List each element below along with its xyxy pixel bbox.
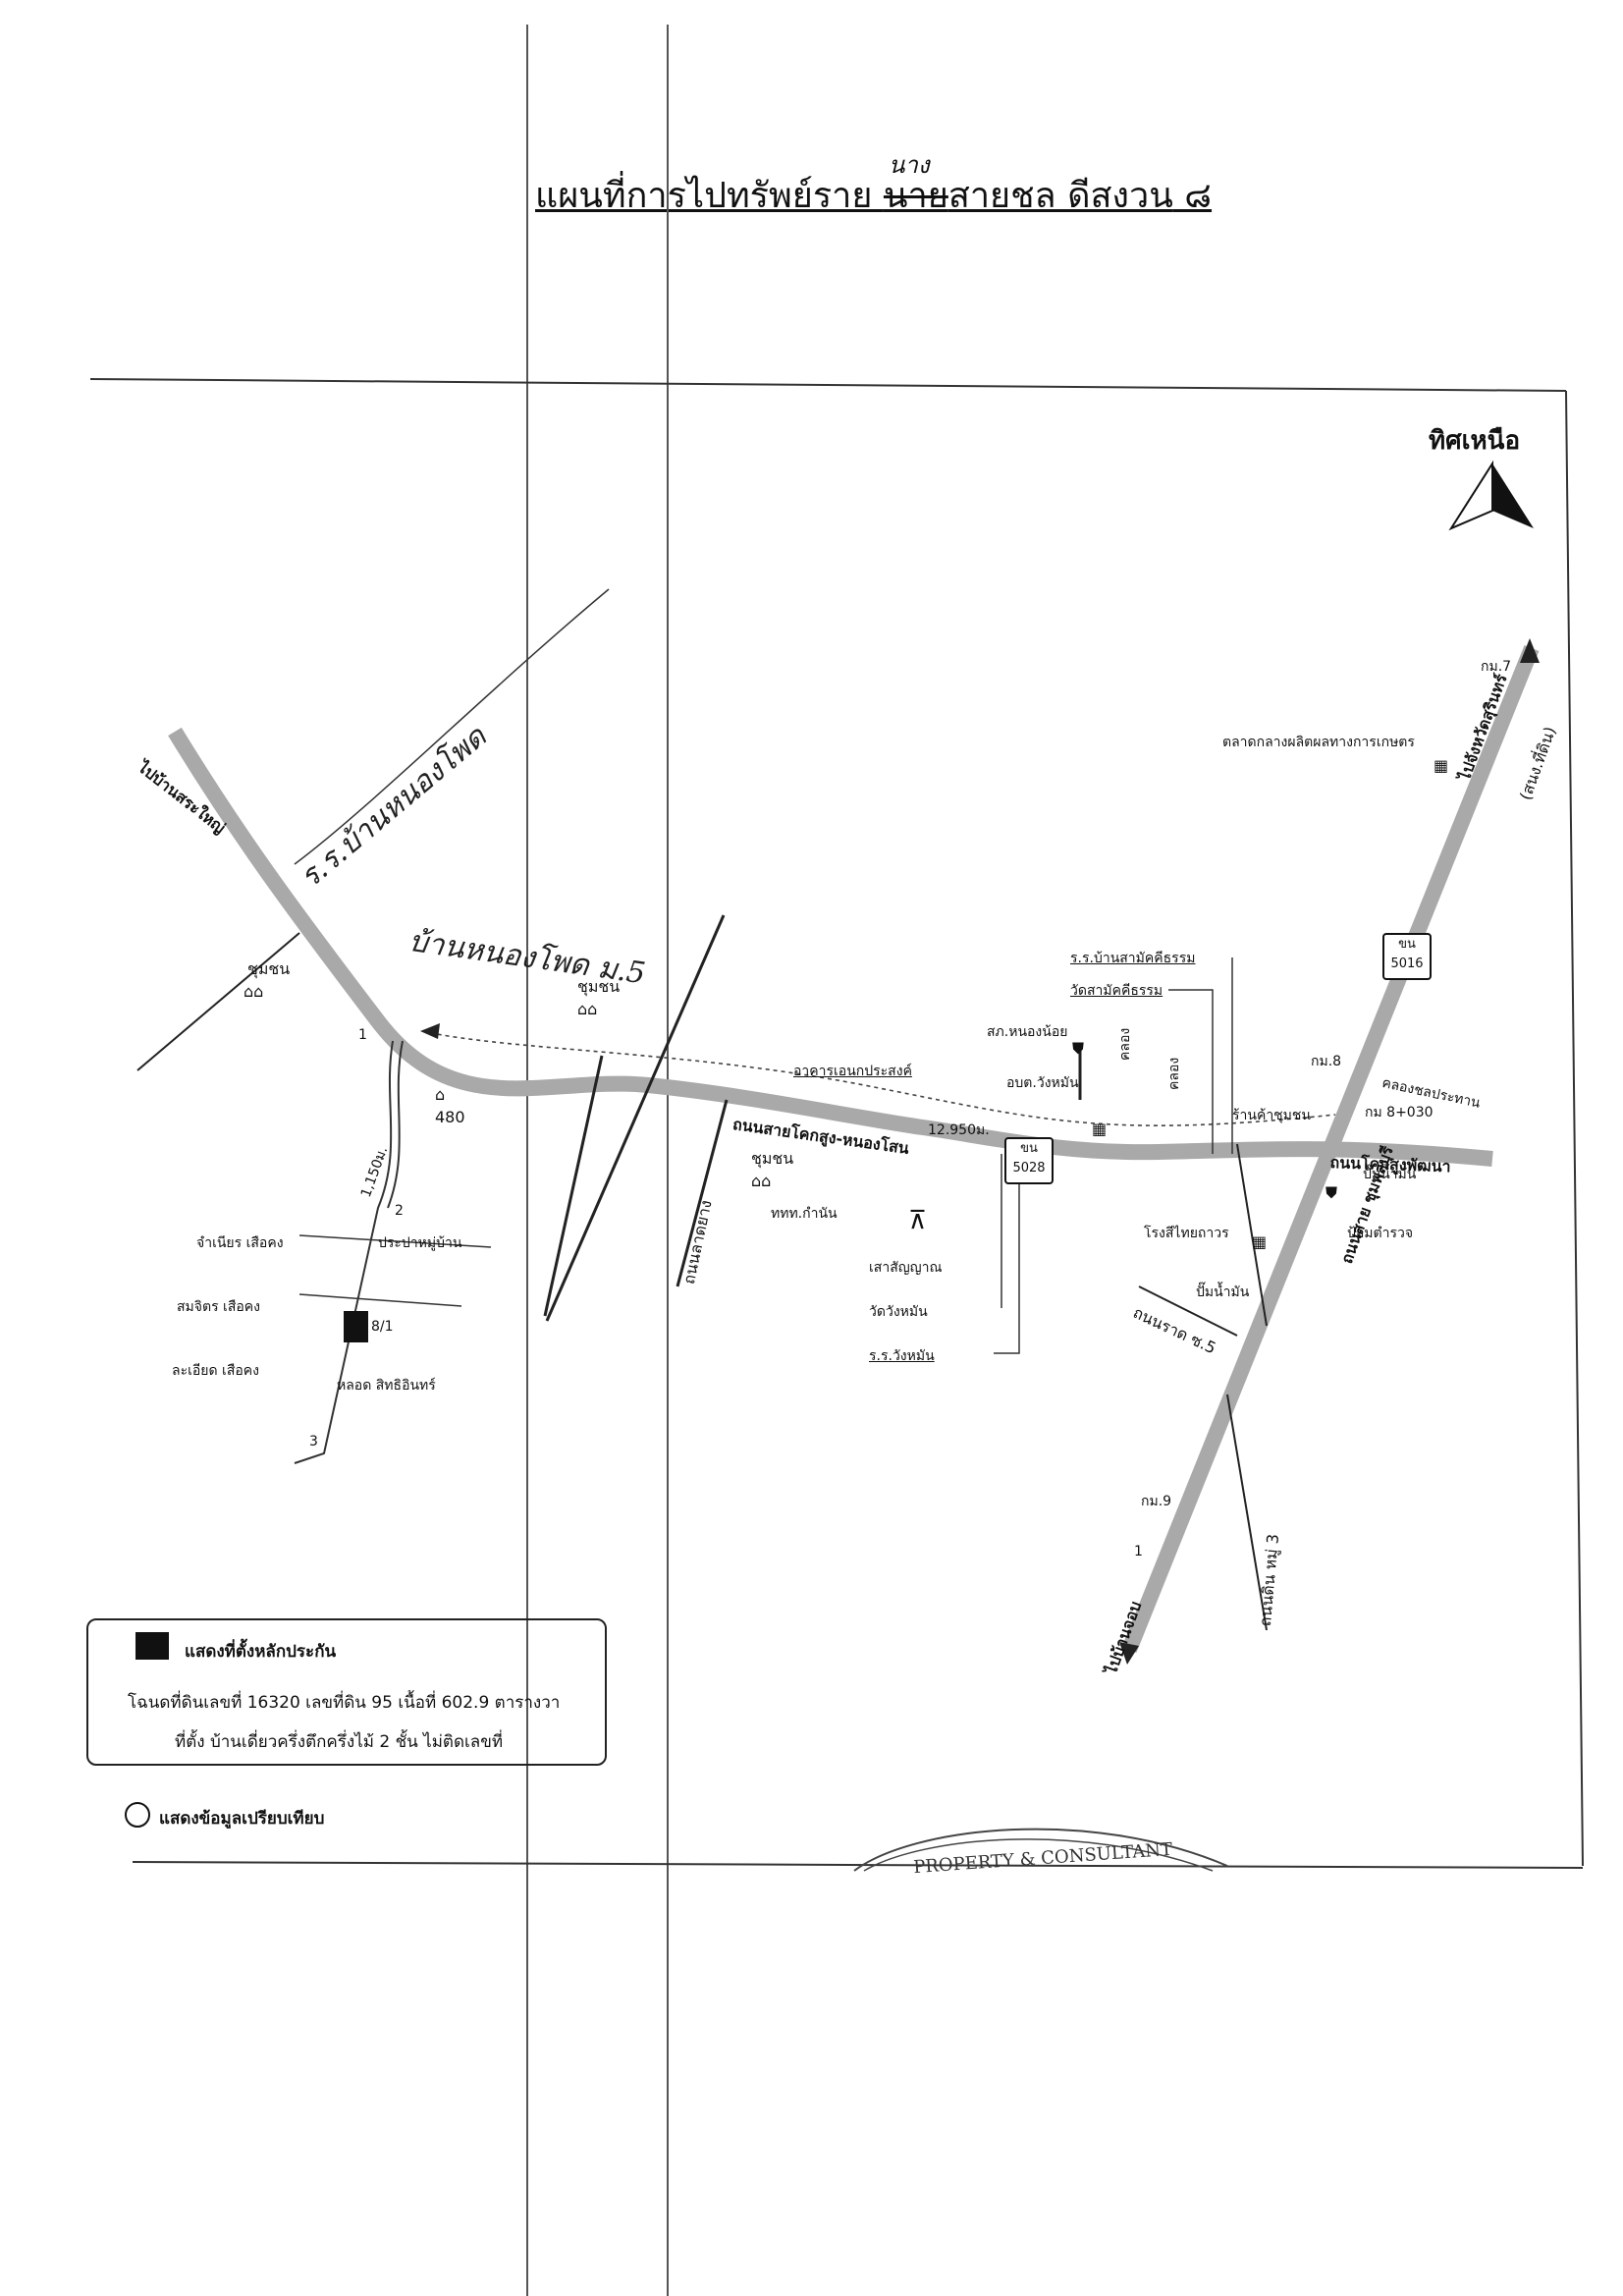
route-badge-route: ขน — [1398, 937, 1416, 952]
marker-1: 1 — [358, 1027, 367, 1043]
page-title: แผนที่การไปทรัพย์ราย นายสายชล ดีสงวน ๘ — [535, 167, 1212, 223]
title-correction: นาง — [889, 151, 930, 179]
thin-road-center — [545, 914, 726, 1322]
village-lane — [294, 1040, 394, 1464]
label-school-sam: ร.ร.บ้านสามัคคีธรรม — [1070, 951, 1196, 966]
label-gas-2: ปั๊มน้ำมัน — [1196, 1285, 1250, 1300]
label-km9: กม.9 — [1141, 1494, 1172, 1509]
title-struck-word: นาย — [883, 176, 948, 216]
label-khlong-2: คลอง — [1166, 1057, 1182, 1090]
collateral-parcel — [344, 1311, 368, 1342]
route-dotted — [421, 1030, 1336, 1126]
label-house-2: สมจิตร เสือคง — [177, 1299, 260, 1315]
route-arrowhead — [420, 1023, 440, 1039]
police-shield-icon: ⛊ — [1325, 1183, 1338, 1202]
label-house-no: 8/1 — [371, 1319, 394, 1335]
title-suffix: ๘ — [1172, 176, 1213, 216]
shield-icon: ⛊ — [1072, 1039, 1085, 1058]
vertical-road — [1121, 645, 1540, 1653]
legend-compare-label: แสดงข้อมูลเปรียบเทียบ — [159, 1809, 325, 1829]
label-health: สภ.หนองน้อย — [987, 1024, 1068, 1040]
south-small-road — [1226, 1394, 1268, 1631]
label-km8: กม.8 — [1311, 1054, 1342, 1069]
leader-school-wang — [994, 1159, 1020, 1354]
title-prefix: แผนที่การไปทรัพย์ราย — [535, 176, 884, 216]
thin-road-west — [136, 932, 300, 1071]
stamp-arc-inner — [863, 1838, 1214, 1872]
label-school-wang: ร.ร.วังหมัน — [869, 1348, 935, 1364]
marker-1-south: 1 — [1134, 1544, 1143, 1559]
marker-2: 2 — [395, 1203, 404, 1219]
label-km7: กม.7 — [1481, 659, 1512, 675]
legend-collateral-label: แสดงที่ตั้งหลักประกัน — [185, 1642, 337, 1662]
label-shop: ร้านค้าชุมชน — [1232, 1108, 1311, 1123]
label-wat-sam: วัดสามัคคีธรรม — [1070, 983, 1163, 999]
legend-deed-line: โฉนดที่ดินเลขที่ 16320 เลขที่ดิน 95 เนื้… — [128, 1693, 561, 1713]
label-km8030: กม 8+030 — [1365, 1105, 1434, 1121]
label-house-3: ละเอียด เสือคง — [172, 1363, 259, 1379]
map-frame-top — [89, 378, 1567, 392]
community-icon: ⌂⌂ — [577, 1000, 598, 1018]
building-icon: ▦ — [1252, 1232, 1268, 1251]
tower-icon: ⊼ — [908, 1206, 928, 1235]
house-icon: ⌂ — [435, 1085, 446, 1104]
label-house-1: จำเนียร เสือคง — [196, 1235, 284, 1251]
label-aobt: อบต.วังหมัน — [1006, 1075, 1079, 1091]
thin-road-center-2 — [543, 1055, 604, 1317]
label-building: อาคารเอนกประสงค์ — [793, 1064, 912, 1079]
route-badge-number: 5016 — [1390, 957, 1424, 971]
building-icon: ▦ — [1092, 1120, 1108, 1138]
village-cross — [298, 1234, 492, 1248]
arrow-north-east — [1520, 638, 1540, 663]
label-paint-factory: โรงสีไทยถาวร — [1144, 1226, 1229, 1241]
route-badge-route: ขน — [1020, 1141, 1038, 1156]
map-frame-right — [1565, 390, 1584, 1867]
label-wat-wang: วัดวังหมัน — [869, 1304, 928, 1320]
label-distance: 12.950ม. — [928, 1122, 990, 1138]
legend-box: แสดงที่ตั้งหลักประกัน โฉนดที่ดินเลขที่ 1… — [86, 1618, 607, 1766]
thin-road-east-center — [676, 1099, 729, 1287]
community-icon: ⌂⌂ — [751, 1172, 772, 1190]
soi5-road-b — [1138, 1285, 1238, 1337]
label-police: ป้อมตำรวจ — [1347, 1226, 1414, 1241]
label-market: ตลาดกลางผลิตผลทางการเกษตร — [1222, 735, 1415, 750]
arrow-south — [1119, 1642, 1139, 1665]
collateral-square-icon — [135, 1632, 169, 1660]
soi5-road — [1236, 1143, 1268, 1327]
village-cross-b — [298, 1293, 462, 1307]
marker-3: 3 — [309, 1434, 318, 1449]
legend-location-line: ที่ตั้ง บ้านเดี่ยวครึ่งตึกครึ่งไม้ 2 ชั้… — [175, 1732, 504, 1752]
label-chumchon-top-mid: ชุมชน — [577, 977, 621, 996]
label-chumchon-top-left: ชุมชน — [247, 959, 291, 978]
leader-wat — [1168, 989, 1214, 1154]
route-badge-5028: ขน 5028 — [1004, 1137, 1054, 1184]
label-tambon: ททท.กำนัน — [771, 1206, 838, 1222]
label-water: ประปาหมู่บ้าน — [378, 1235, 462, 1251]
compare-circle-icon — [125, 1802, 150, 1828]
stamp-arc — [853, 1828, 1228, 1872]
label-gas-1: ปั๊มน้ำมัน — [1363, 1167, 1417, 1182]
community-icon: ⌂⌂ — [243, 982, 264, 1001]
title-name: สายชล ดีสงวน — [947, 176, 1173, 216]
handwriting-underline — [294, 588, 610, 865]
village-lane-b — [387, 1040, 404, 1209]
route-badge-5016: ขน 5016 — [1382, 933, 1432, 980]
label-house-4: หลอด สิทธิอินทร์ — [337, 1378, 436, 1394]
north-arrow-right — [1492, 464, 1534, 528]
map-frame-bottom — [132, 1861, 1584, 1869]
main-road — [168, 727, 1493, 1167]
route-badge-number: 5028 — [1012, 1161, 1046, 1175]
label-chumchon-mid: ชุมชน — [751, 1149, 794, 1168]
building-icon: ▦ — [1434, 756, 1449, 775]
label-khlong-1: คลอง — [1117, 1027, 1133, 1061]
north-arrow-left — [1448, 460, 1493, 531]
label-tower: เสาสัญญาณ — [869, 1260, 943, 1276]
north-label: ทิศเหนือ — [1429, 426, 1521, 456]
label-480: 480 — [435, 1108, 465, 1126]
